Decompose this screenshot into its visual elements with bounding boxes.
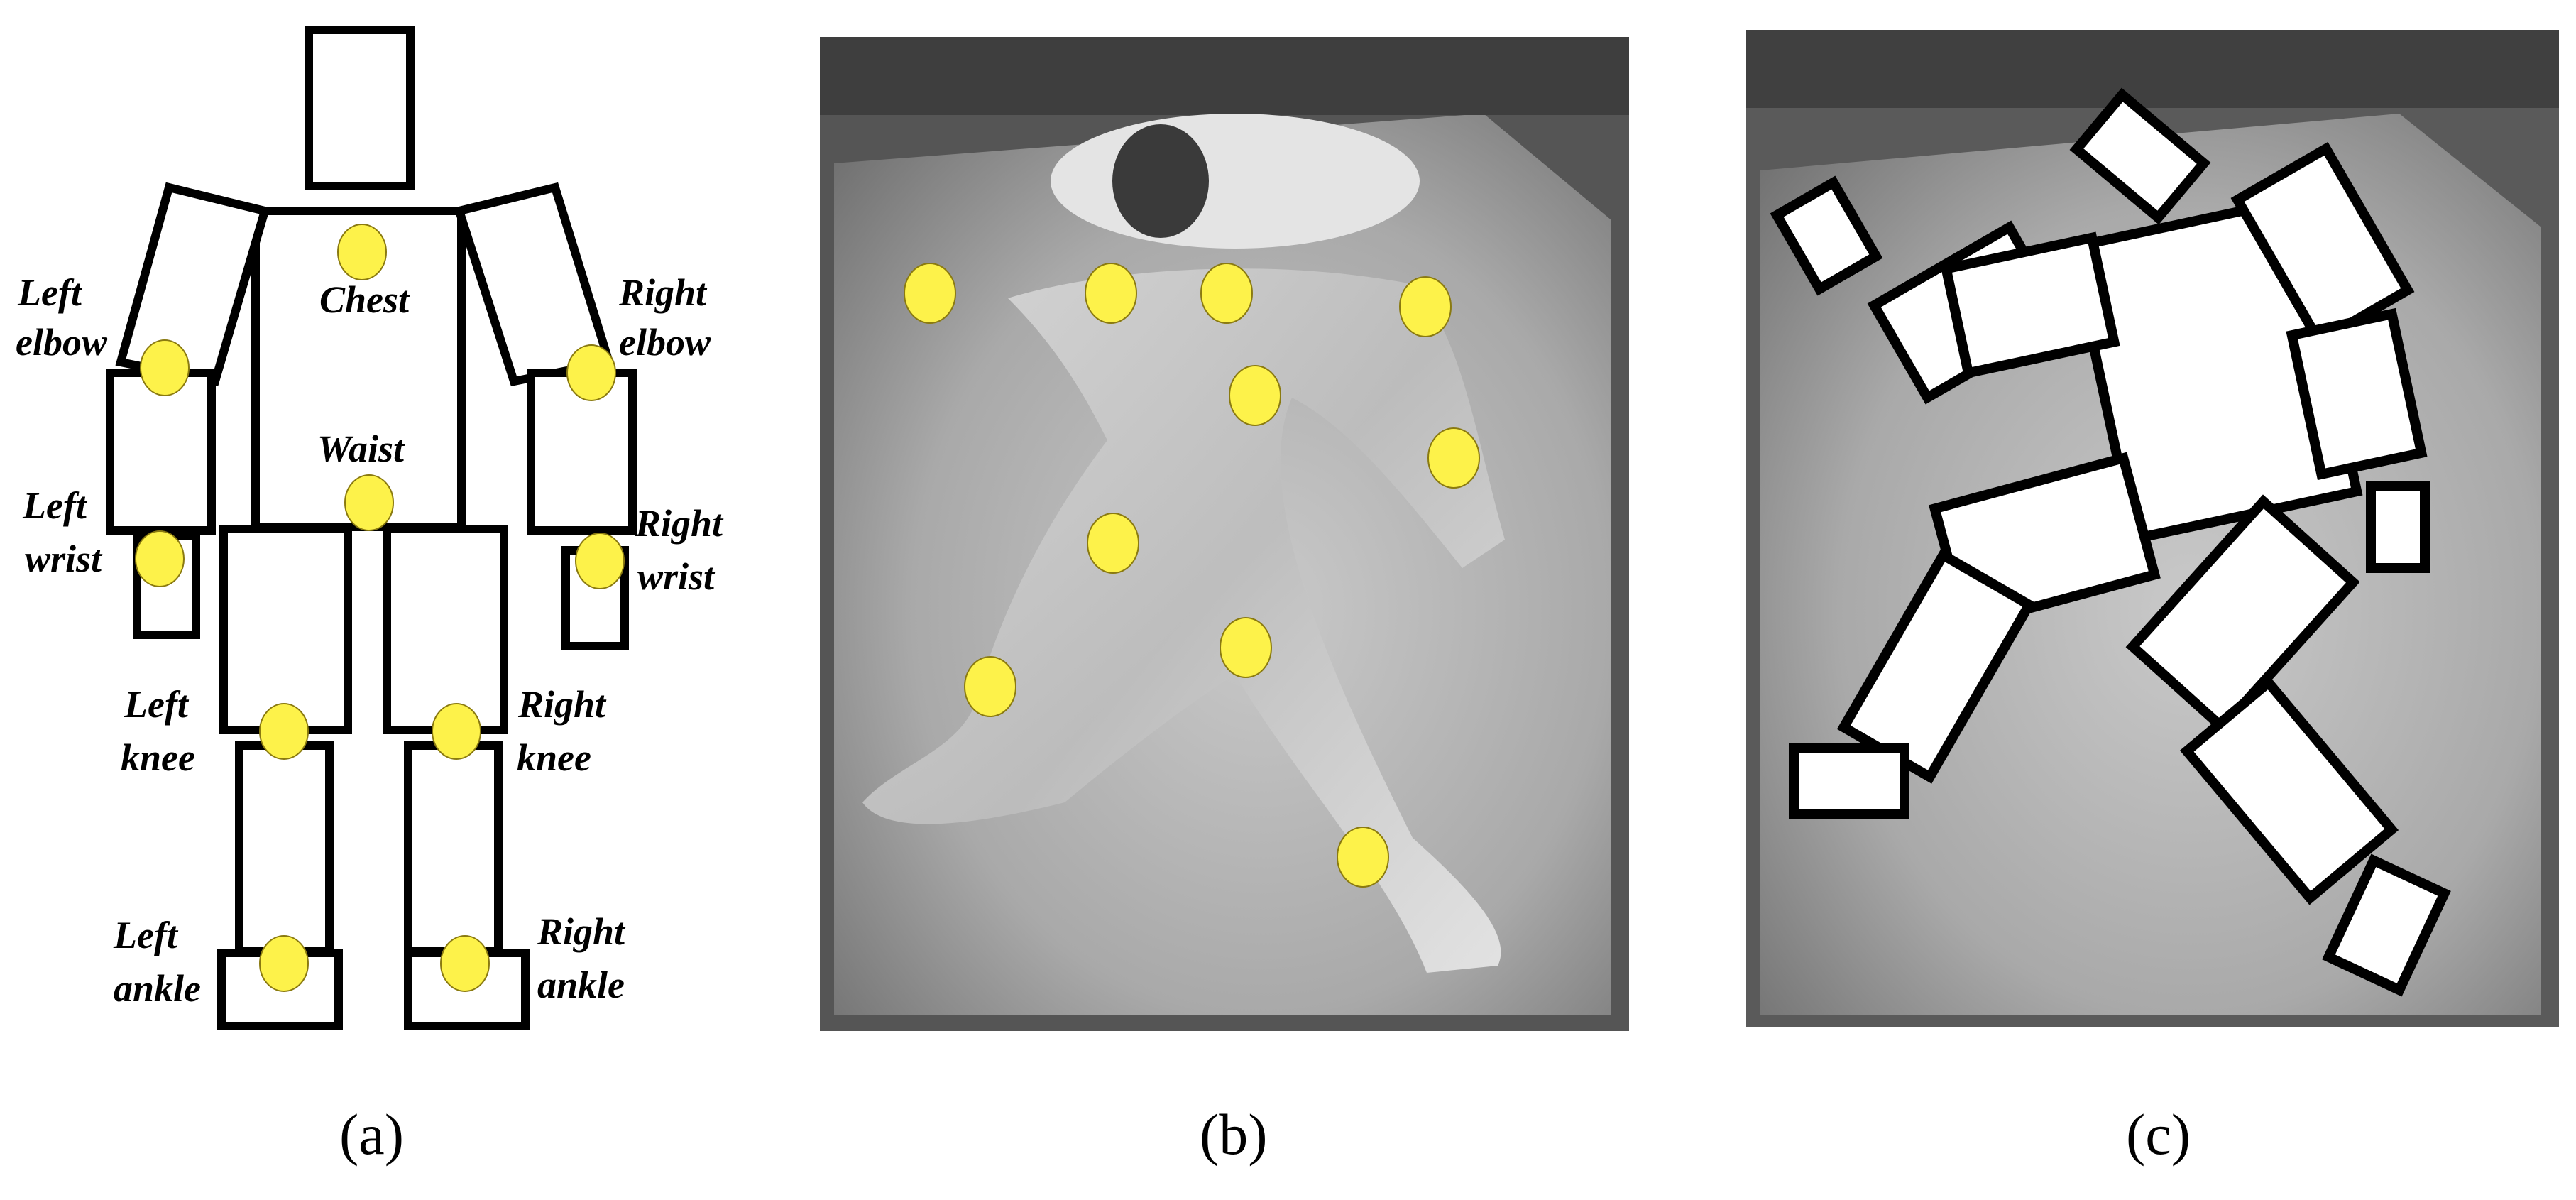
left-wrist-label-1: Left [22, 484, 88, 527]
photo-c-left-hand-segment [1770, 175, 1883, 296]
photo-c-right-thigh-segment [2125, 494, 2360, 735]
right-elbow-label-2: elbow [619, 321, 711, 364]
photo-b-marker-right-elbow [1399, 276, 1452, 337]
panel-b-photo: (b) [820, 37, 1629, 1167]
left-ankle-label-2: ankle [114, 967, 201, 1010]
left-forearm-segment [106, 369, 216, 535]
left-ankle-marker [259, 935, 309, 992]
photo-b-marker-left-elbow [1085, 263, 1137, 324]
left-wrist-marker [135, 530, 185, 587]
left-knee-label-1: Left [124, 683, 190, 726]
photo-c-right-foot-segment [2322, 853, 2451, 997]
right-wrist-label-2: wrist [637, 555, 716, 598]
caption-b: (b) [1200, 1102, 1268, 1167]
left-elbow-marker [140, 339, 190, 396]
right-wrist-label-1: Right [635, 502, 724, 545]
photo-b-body [862, 268, 1505, 973]
photo-b-headboard [820, 37, 1629, 115]
left-upper-arm-segment [115, 182, 270, 386]
panel-a-body-model: Chest Waist Left elbow Right elbow Left … [16, 26, 724, 1167]
photo-c-right-forearm-segment [2286, 307, 2428, 481]
left-shin-segment [235, 741, 334, 956]
photo-b-marker-left-ankle [964, 656, 1016, 717]
right-ankle-marker [440, 935, 490, 992]
left-wrist-label-2: wrist [25, 538, 103, 580]
photo-c-left-forearm-segment [1940, 231, 2120, 379]
waist-label: Waist [317, 427, 405, 470]
chest-label: Chest [319, 278, 410, 321]
photo-b-marker-waist [1229, 365, 1281, 426]
photo-c-head-segment [2069, 87, 2211, 225]
photo-c-right-hand-segment [2366, 481, 2430, 573]
left-knee-label-2: knee [121, 736, 195, 779]
left-elbow-label-2: elbow [16, 321, 108, 364]
waist-marker [344, 474, 394, 531]
caption-c: (c) [2126, 1102, 2191, 1167]
right-ankle-label-2: ankle [537, 964, 625, 1006]
left-elbow-label-1: Left [17, 271, 83, 314]
photo-b-marker-chest [1200, 263, 1253, 324]
photo-b-marker-right-ankle [1337, 827, 1389, 888]
head-segment [305, 26, 415, 190]
right-wrist-marker [575, 533, 625, 589]
right-shin-segment [404, 741, 503, 956]
right-knee-label-2: knee [517, 736, 591, 779]
caption-a: (a) [339, 1102, 404, 1167]
photo-b-head [1112, 124, 1209, 238]
right-elbow-marker [566, 344, 616, 401]
chest-marker [337, 224, 387, 280]
left-knee-marker [259, 703, 309, 760]
right-ankle-label-1: Right [537, 910, 626, 953]
right-thigh-segment [383, 525, 508, 734]
photo-b-marker-right-knee [1220, 617, 1272, 678]
photo-c-left-foot-segment [1789, 743, 1909, 819]
panel-c-photo: (c) [1746, 30, 2559, 1167]
photo-b-marker-left-wrist [904, 263, 956, 324]
right-elbow-label-1: Right [618, 271, 708, 314]
photo-c-headboard [1746, 30, 2559, 108]
left-ankle-label-1: Left [113, 914, 179, 956]
photo-b-pillow [1051, 114, 1420, 249]
right-knee-marker [432, 703, 481, 760]
photo-b-marker-right-wrist [1427, 427, 1480, 489]
photo-b-marker-left-knee [1087, 513, 1139, 574]
photo-c-right-shin-segment [2179, 675, 2399, 905]
left-thigh-segment [219, 525, 352, 734]
right-knee-label-1: Right [517, 683, 607, 726]
